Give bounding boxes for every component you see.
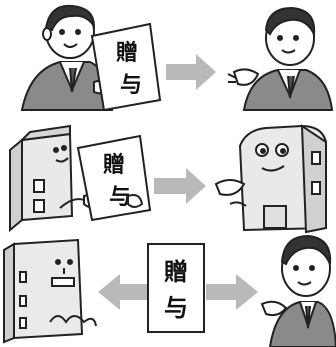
- man-receiver-icon: [260, 234, 336, 347]
- document-icon: 贈 与: [76, 134, 152, 222]
- building-receiver-icon: [214, 124, 327, 234]
- document-icon: 贈 与: [147, 243, 205, 333]
- man-giver-icon: [20, 4, 114, 111]
- document-icon: 贈 与: [90, 22, 162, 112]
- document-label-1: 贈: [116, 40, 138, 66]
- document-label-2: 与: [164, 293, 188, 322]
- panel-company-to-company: 贈 与: [9, 124, 327, 234]
- document-label-2: 与: [120, 72, 142, 98]
- arrow-right-icon: [154, 168, 206, 204]
- man-receiver-icon: [227, 6, 334, 111]
- arrow-right-icon: [166, 54, 216, 90]
- document-label-1: 贈: [164, 257, 188, 286]
- panel-person-to-person: 贈 与: [20, 4, 334, 112]
- arrow-right-icon: [206, 274, 258, 310]
- arrow-left-icon: [98, 274, 148, 310]
- document-label-1: 贈: [103, 152, 125, 178]
- document-label-2: 与: [109, 184, 131, 210]
- panel-company-to-person: 贈 与: [3, 234, 336, 347]
- building-giver-icon: [3, 238, 97, 344]
